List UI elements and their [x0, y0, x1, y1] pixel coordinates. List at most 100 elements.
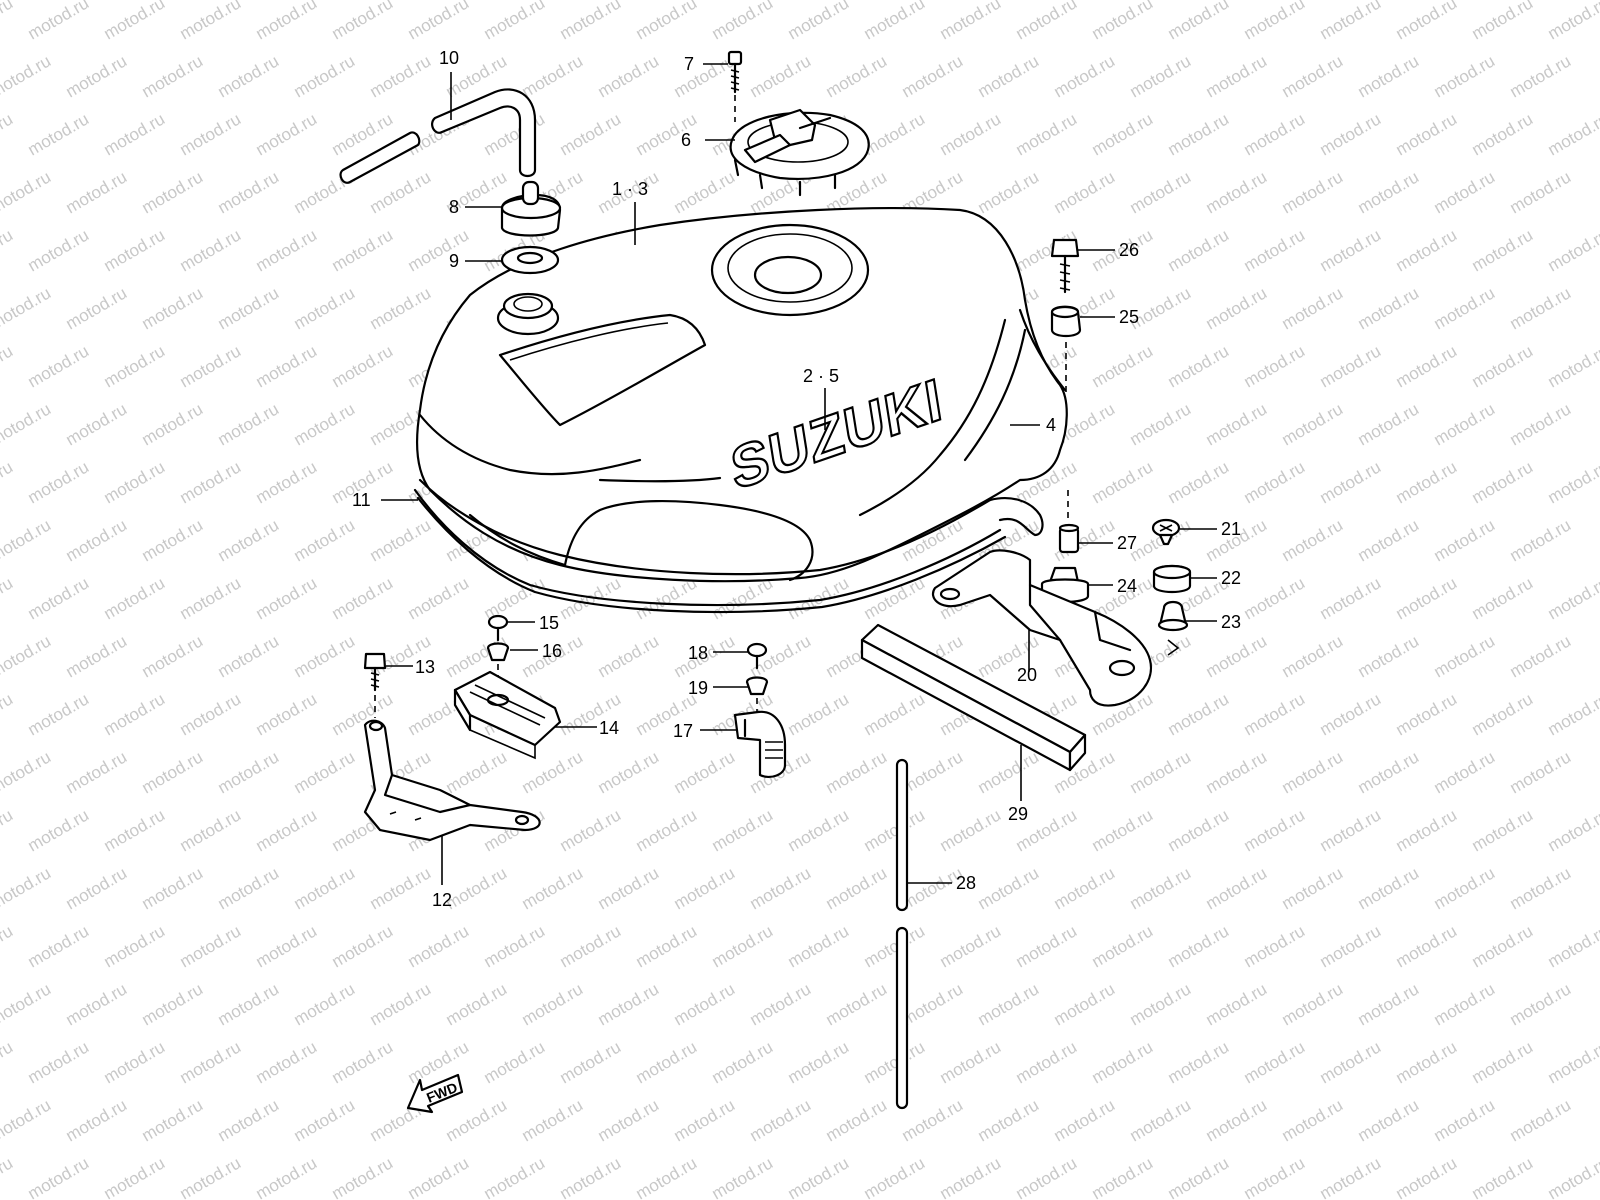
- watermark-text: motod.ru: [1203, 979, 1271, 1029]
- watermark-text: motod.ru: [139, 863, 207, 913]
- watermark-text: motod.ru: [1279, 167, 1347, 217]
- cushion-24[interactable]: [1040, 566, 1090, 620]
- watermark-text: motod.ru: [215, 747, 283, 797]
- watermark-text: motod.ru: [975, 747, 1043, 797]
- watermark-text: motod.ru: [1279, 399, 1347, 449]
- washer-9[interactable]: [500, 245, 560, 275]
- cushion-25[interactable]: [1050, 305, 1082, 395]
- watermark-text: motod.ru: [101, 457, 169, 507]
- watermark-text: motod.ru: [215, 631, 283, 681]
- watermark-text: motod.ru: [861, 689, 929, 739]
- clip-19[interactable]: [745, 676, 769, 713]
- watermark-text: motod.ru: [405, 1153, 473, 1200]
- tank-bracket-front[interactable]: [363, 719, 541, 842]
- watermark-text: motod.ru: [519, 51, 587, 101]
- spacer-27[interactable]: [1058, 490, 1080, 554]
- watermark-text: motod.ru: [25, 225, 93, 275]
- bolt-26[interactable]: [1050, 238, 1080, 294]
- clip-16[interactable]: [486, 642, 510, 691]
- watermark-text: motod.ru: [63, 51, 131, 101]
- breather-cap[interactable]: [500, 180, 562, 237]
- watermark-text: motod.ru: [1279, 515, 1347, 565]
- watermark-text: motod.ru: [0, 747, 54, 797]
- watermark-text: motod.ru: [253, 225, 321, 275]
- watermark-text: motod.ru: [1469, 109, 1537, 159]
- nut-23[interactable]: [1157, 600, 1189, 632]
- callout-16: 16: [542, 641, 562, 661]
- sponge-29[interactable]: [860, 623, 1087, 772]
- watermark-text: motod.ru: [63, 515, 131, 565]
- watermark-text: motod.ru: [481, 0, 549, 43]
- watermark-text: motod.ru: [747, 863, 815, 913]
- fuel-cap[interactable]: [729, 108, 870, 197]
- callout-13: 13: [415, 657, 435, 677]
- watermark-text: motod.ru: [633, 805, 701, 855]
- watermark-text: motod.ru: [215, 1095, 283, 1145]
- screw-15[interactable]: [487, 614, 509, 642]
- watermark-text: motod.ru: [139, 51, 207, 101]
- watermark-text: motod.ru: [481, 573, 549, 623]
- watermark-text: motod.ru: [1165, 689, 1233, 739]
- drain-hose-28[interactable]: [895, 758, 909, 1110]
- callout-29: 29: [1008, 804, 1028, 824]
- watermark-text: motod.ru: [1317, 341, 1385, 391]
- watermark-text: motod.ru: [0, 341, 16, 391]
- watermark-text: motod.ru: [557, 0, 625, 43]
- watermark-text: motod.ru: [785, 0, 853, 43]
- cushion-14[interactable]: [453, 670, 562, 760]
- watermark-text: motod.ru: [595, 51, 663, 101]
- watermark-text: motod.ru: [101, 921, 169, 971]
- watermark-text: motod.ru: [291, 1095, 359, 1145]
- watermark-text: motod.ru: [1089, 341, 1157, 391]
- callout-labels: 1 · 3 2 · 5 4 6 7 8 9 10 11 12 13 14 15 …: [352, 48, 1241, 910]
- fuel-tank[interactable]: [413, 207, 1068, 614]
- watermark-text: motod.ru: [1013, 0, 1081, 43]
- watermark-text: motod.ru: [1431, 167, 1499, 217]
- watermark-text: motod.ru: [595, 747, 663, 797]
- screw-18[interactable]: [746, 642, 768, 670]
- watermark-text: motod.ru: [63, 399, 131, 449]
- watermark-text: motod.ru: [367, 283, 435, 333]
- watermark-text: motod.ru: [177, 341, 245, 391]
- watermark-text: motod.ru: [1393, 1153, 1461, 1200]
- watermark-text: motod.ru: [25, 0, 93, 43]
- watermark-text: motod.ru: [0, 631, 54, 681]
- watermark-text: motod.ru: [101, 1153, 169, 1200]
- watermark-text: motod.ru: [0, 863, 54, 913]
- watermark-text: motod.ru: [63, 631, 131, 681]
- watermark-text: motod.ru: [1355, 515, 1423, 565]
- tank-bracket-rear[interactable]: [932, 549, 1180, 707]
- watermark-text: motod.ru: [101, 689, 169, 739]
- watermark-text: motod.ru: [1545, 457, 1600, 507]
- watermark-text: motod.ru: [785, 1153, 853, 1200]
- watermark-text: motod.ru: [1165, 225, 1233, 275]
- watermark-text: motod.ru: [1089, 0, 1157, 43]
- watermark-text: motod.ru: [1051, 863, 1119, 913]
- watermark-text: motod.ru: [139, 631, 207, 681]
- breather-hose[interactable]: [339, 88, 537, 184]
- grommet-22[interactable]: [1152, 564, 1192, 594]
- watermark-text: motod.ru: [785, 689, 853, 739]
- watermark-text: motod.ru: [1469, 225, 1537, 275]
- watermark-text: motod.ru: [747, 979, 815, 1029]
- watermark-text: motod.ru: [329, 341, 397, 391]
- watermark-text: motod.ru: [519, 863, 587, 913]
- watermark-text: motod.ru: [63, 167, 131, 217]
- watermark-text: motod.ru: [139, 515, 207, 565]
- watermark-text: motod.ru: [63, 979, 131, 1029]
- watermark-text: motod.ru: [177, 225, 245, 275]
- bolt-13[interactable]: [363, 652, 387, 718]
- callout-10: 10: [439, 48, 459, 68]
- watermark-text: motod.ru: [405, 225, 473, 275]
- watermark-text: motod.ru: [291, 747, 359, 797]
- screw-21[interactable]: [1151, 518, 1181, 546]
- cushion-17[interactable]: [733, 710, 787, 779]
- watermark-text: motod.ru: [367, 51, 435, 101]
- watermark-text: motod.ru: [291, 51, 359, 101]
- watermark-text: motod.ru: [481, 921, 549, 971]
- screw-7[interactable]: [727, 50, 743, 122]
- watermark-text: motod.ru: [937, 921, 1005, 971]
- watermark-text: motod.ru: [0, 399, 54, 449]
- watermark-text: motod.ru: [329, 573, 397, 623]
- watermark-text: motod.ru: [1431, 631, 1499, 681]
